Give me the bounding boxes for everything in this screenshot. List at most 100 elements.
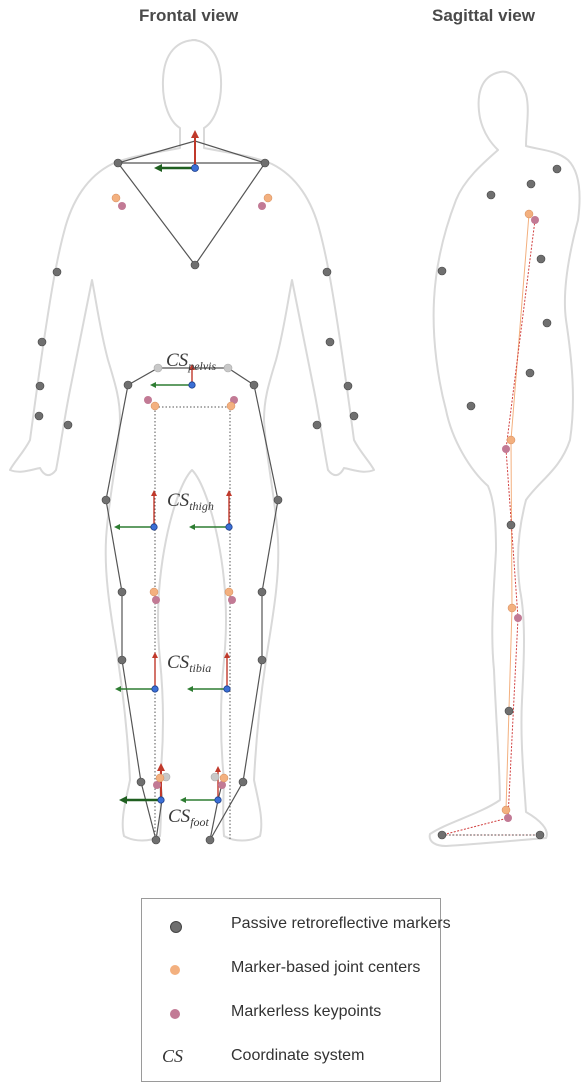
legend-item-keypoints: Markerless keypoints xyxy=(142,1001,440,1031)
marker xyxy=(206,836,214,844)
keypoint xyxy=(514,614,522,622)
marker xyxy=(211,773,219,781)
joint-center xyxy=(150,588,158,596)
marker xyxy=(191,261,199,269)
keypoint xyxy=(504,814,512,822)
marker xyxy=(274,496,282,504)
cs-origin xyxy=(189,382,195,388)
cs-origin xyxy=(224,686,230,692)
keypoint xyxy=(144,396,152,404)
marker xyxy=(239,778,247,786)
marker xyxy=(152,836,160,844)
cs-origin xyxy=(152,686,158,692)
marker xyxy=(154,364,162,372)
joint-center xyxy=(156,774,164,782)
marker xyxy=(118,588,126,596)
legend-item-coordinate-system: CS Coordinate system xyxy=(142,1045,440,1075)
keypoint-swatch xyxy=(170,1009,180,1019)
cs-origin xyxy=(215,797,221,803)
marker xyxy=(114,159,122,167)
sagittal-lines xyxy=(442,214,540,835)
trunk-triangle xyxy=(118,141,265,265)
joint-center-swatch xyxy=(170,965,180,975)
keypoint xyxy=(228,596,236,604)
marker xyxy=(137,778,145,786)
marker xyxy=(467,402,475,410)
keypoint xyxy=(502,445,510,453)
marker xyxy=(250,381,258,389)
sagittal-keypoints xyxy=(502,216,539,822)
sagittal-keypoint-line xyxy=(442,220,540,835)
sagittal-passive-markers xyxy=(438,165,561,839)
marker xyxy=(553,165,561,173)
joint-center xyxy=(220,774,228,782)
cs-origin xyxy=(192,165,199,172)
marker xyxy=(64,421,72,429)
joint-center xyxy=(225,588,233,596)
marker xyxy=(124,381,132,389)
cs-origin xyxy=(226,524,232,530)
keypoint xyxy=(152,596,160,604)
sagittal-joint-center-line xyxy=(506,214,529,810)
sagittal-silhouette xyxy=(430,72,580,846)
sagittal-joint-centers xyxy=(502,210,533,814)
joint-center xyxy=(227,402,235,410)
joint-center xyxy=(112,194,120,202)
keypoint xyxy=(531,216,539,224)
joint-center xyxy=(264,194,272,202)
cs-tibia-label: CStibia xyxy=(167,652,211,676)
keypoint xyxy=(258,202,266,210)
marker xyxy=(350,412,358,420)
marker xyxy=(537,255,545,263)
legend: Passive retroreflective markers Marker-b… xyxy=(141,898,441,1082)
marker xyxy=(507,521,515,529)
marker xyxy=(53,268,61,276)
cs-pelvis-label: CSpelvis xyxy=(166,350,216,374)
left-leg-outline xyxy=(106,385,162,840)
marker xyxy=(438,267,446,275)
keypoint xyxy=(218,781,226,789)
frontal-silhouette xyxy=(10,40,374,841)
joint-center xyxy=(151,402,159,410)
legend-label: Coordinate system xyxy=(231,1047,364,1065)
marker xyxy=(36,382,44,390)
keypoint xyxy=(118,202,126,210)
coordinate-axes xyxy=(114,130,232,804)
legend-label: Marker-based joint centers xyxy=(231,959,420,977)
marker xyxy=(38,338,46,346)
marker xyxy=(102,496,110,504)
joint-center xyxy=(508,604,516,612)
marker xyxy=(536,831,544,839)
joint-center xyxy=(507,436,515,444)
cs-symbol: CS xyxy=(162,1046,183,1067)
legend-item-markers: Passive retroreflective markers xyxy=(142,913,440,943)
marker xyxy=(224,364,232,372)
joint-center xyxy=(525,210,533,218)
marker xyxy=(526,369,534,377)
marker xyxy=(344,382,352,390)
cs-foot-label: CSfoot xyxy=(168,806,209,830)
joint-center xyxy=(502,806,510,814)
marker xyxy=(543,319,551,327)
legend-label: Passive retroreflective markers xyxy=(231,915,451,933)
marker xyxy=(35,412,43,420)
sagittal-view-title: Sagittal view xyxy=(432,6,535,26)
marker xyxy=(323,268,331,276)
cs-thigh-label: CSthigh xyxy=(167,490,214,514)
frontal-joint-centers xyxy=(112,194,272,782)
frontal-view-title: Frontal view xyxy=(139,6,238,26)
marker xyxy=(527,180,535,188)
cs-origin xyxy=(158,797,164,803)
marker xyxy=(505,707,513,715)
marker xyxy=(258,656,266,664)
marker xyxy=(326,338,334,346)
marker xyxy=(261,159,269,167)
marker xyxy=(438,831,446,839)
legend-label: Markerless keypoints xyxy=(231,1003,381,1021)
marker xyxy=(118,656,126,664)
marker-swatch xyxy=(170,921,182,933)
marker xyxy=(258,588,266,596)
legend-item-joint-centers: Marker-based joint centers xyxy=(142,957,440,987)
cs-origin xyxy=(151,524,157,530)
marker xyxy=(313,421,321,429)
